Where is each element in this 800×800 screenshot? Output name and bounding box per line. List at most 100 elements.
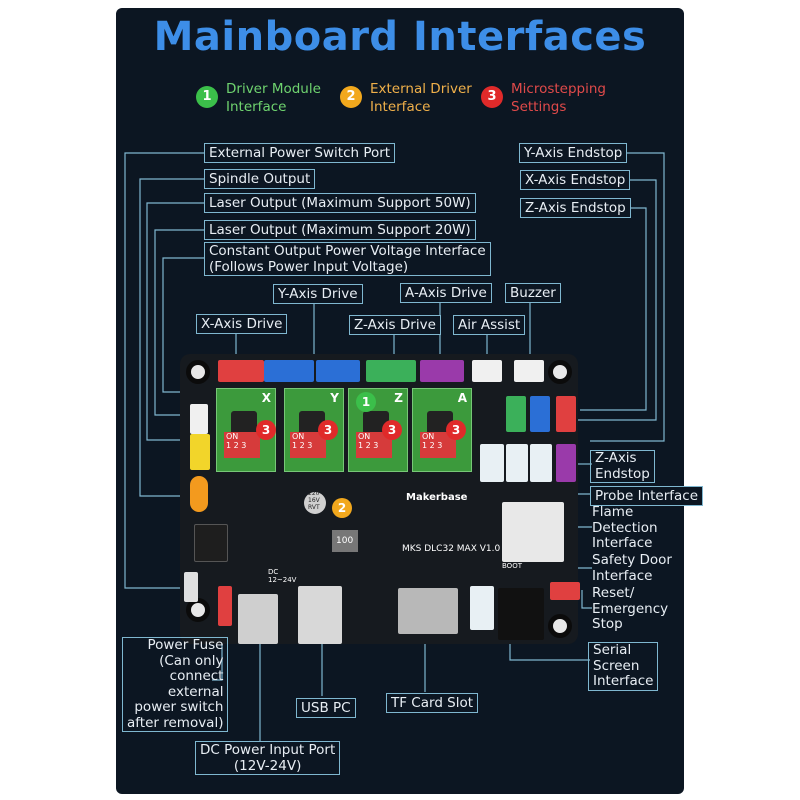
microstep-badge-y: 3: [318, 420, 338, 440]
mount-hole-icon: [186, 598, 210, 622]
leader-ext-power: [124, 152, 204, 589]
driver-module-badge: 1: [356, 392, 376, 412]
board-brand: Makerbase: [406, 492, 468, 503]
leader-z-endstop-top: [580, 207, 647, 411]
dc-jack: [238, 594, 278, 644]
laser20-connector: [190, 434, 210, 470]
driver-axis-label: Y: [330, 391, 339, 405]
label-x-drive: X-Axis Drive: [196, 314, 288, 334]
legend-label-3: Microstepping Settings: [511, 81, 606, 115]
legend-label-1: Driver Module Interface: [226, 81, 321, 115]
const-power-connector: [190, 404, 208, 434]
label-const-power-line2: (Follows Power Input Voltage): [209, 259, 409, 275]
capacitor-label: 220 16V RVT: [308, 490, 320, 511]
mount-hole-icon: [186, 360, 210, 384]
dip-numbers: 1 2 3: [226, 441, 247, 450]
driver-axis-label: Z: [394, 391, 403, 405]
x-drive-connector: [218, 360, 264, 382]
board-model: MKS DLC32 MAX V1.0: [402, 544, 501, 554]
label-y-drive: Y-Axis Drive: [273, 284, 363, 304]
a-drive-connector: [420, 360, 464, 382]
label-serial: Serial Screen Interface: [588, 642, 659, 691]
label-spindle: Spindle Output: [204, 169, 316, 189]
label-a-drive: A-Axis Drive: [400, 283, 492, 303]
leader-spindle: [139, 178, 204, 497]
leader-y-endstop: [590, 152, 665, 442]
serial-connector: [470, 586, 494, 630]
dip-numbers: 1 2 3: [358, 441, 379, 450]
label-power-fuse: Power Fuse (Can only connect external po…: [122, 637, 229, 732]
dip-on-label: ON: [358, 432, 371, 441]
usb-port: [298, 586, 342, 644]
tf-slot: [398, 588, 458, 634]
label-ext-power-switch: External Power Switch Port: [204, 143, 396, 163]
external-driver-badge: 2: [332, 498, 352, 518]
x-endstop-connector: [506, 396, 526, 432]
label-reset: Reset/ Emergency Stop: [592, 585, 669, 632]
mainboard: X Y Z A ON 1 2 3 ON 1 2 3 ON 1 2 3 ON 1 …: [180, 354, 580, 644]
label-dc-power-line1: DC Power Input Port: [200, 742, 336, 758]
serial-housing: [498, 588, 544, 640]
z-drive-connector: [366, 360, 416, 382]
y-drive-connector-2: [316, 360, 360, 382]
dip-on-label: ON: [292, 432, 305, 441]
dip-on-label: ON: [226, 432, 239, 441]
a-dip-switch: ON 1 2 3: [420, 432, 456, 458]
wifi-module: [502, 502, 564, 562]
label-usb-pc: USB PC: [296, 698, 356, 718]
leader-reset: [581, 590, 592, 609]
label-laser-20: Laser Output (Maximum Support 20W): [204, 220, 476, 240]
spindle-connector: [190, 476, 208, 512]
legend-label-2: External Driver Interface: [370, 81, 472, 115]
reset-connector: [550, 582, 580, 600]
legend-item-driver-module: 1 Driver Module Interface: [196, 80, 321, 116]
driver-axis-label: X: [261, 391, 271, 405]
dip-numbers: 1 2 3: [422, 441, 443, 450]
ext-power-connector: [184, 572, 198, 602]
dc-label: DC 12~24V: [268, 568, 297, 584]
label-z-drive: Z-Axis Drive: [349, 315, 441, 335]
label-probe: Probe Interface: [590, 486, 704, 506]
capacitor: [304, 492, 326, 514]
label-y-endstop: Y-Axis Endstop: [519, 143, 628, 163]
legend-number-3: 3: [481, 86, 503, 108]
label-x-endstop: X-Axis Endstop: [520, 170, 631, 190]
dip-on-label: ON: [422, 432, 435, 441]
probe-connector: [480, 444, 504, 482]
label-z-endstop-top: Z-Axis Endstop: [520, 198, 631, 218]
microstep-badge-z: 3: [382, 420, 402, 440]
z-endstop-connector-top: [556, 396, 576, 432]
safety-connector: [530, 444, 552, 482]
boot-label: BOOT: [502, 562, 522, 570]
microstep-badge-a: 3: [446, 420, 466, 440]
inductor: [332, 530, 358, 552]
label-laser-50: Laser Output (Maximum Support 50W): [204, 193, 476, 213]
leader-x-endstop: [557, 179, 657, 421]
legend-number-1: 1: [196, 86, 218, 108]
driver-axis-label: A: [457, 391, 467, 405]
leader-const-power: [162, 257, 204, 393]
air-assist-connector: [472, 360, 502, 382]
label-dc-power: DC Power Input Port (12V-24V): [195, 741, 341, 775]
leader-laser50: [146, 202, 204, 441]
label-dc-power-line2: (12V-24V): [233, 758, 302, 774]
label-safety-door: Safety Door Interface: [592, 552, 672, 584]
label-tf-card: TF Card Slot: [386, 693, 479, 713]
buzzer-connector: [514, 360, 544, 382]
label-air-assist: Air Assist: [453, 315, 526, 335]
z-endstop-connector-right: [556, 444, 576, 482]
microstep-badge-x: 3: [256, 420, 276, 440]
page-title: Mainboard Interfaces: [153, 14, 647, 60]
laser50-connector: [194, 524, 228, 562]
fuse: [218, 586, 232, 626]
label-z-endstop-right: Z-Axis Endstop: [590, 450, 655, 483]
legend-item-external-driver: 2 External Driver Interface: [340, 80, 472, 116]
legend-item-microstepping: 3 Microstepping Settings: [481, 80, 606, 116]
label-buzzer: Buzzer: [505, 283, 561, 303]
label-const-power-line1: Constant Output Power Voltage Interface: [209, 243, 486, 259]
x-dip-switch: ON 1 2 3: [224, 432, 260, 458]
legend-number-2: 2: [340, 86, 362, 108]
mount-hole-icon: [548, 614, 572, 638]
y-drive-connector: [264, 360, 314, 382]
